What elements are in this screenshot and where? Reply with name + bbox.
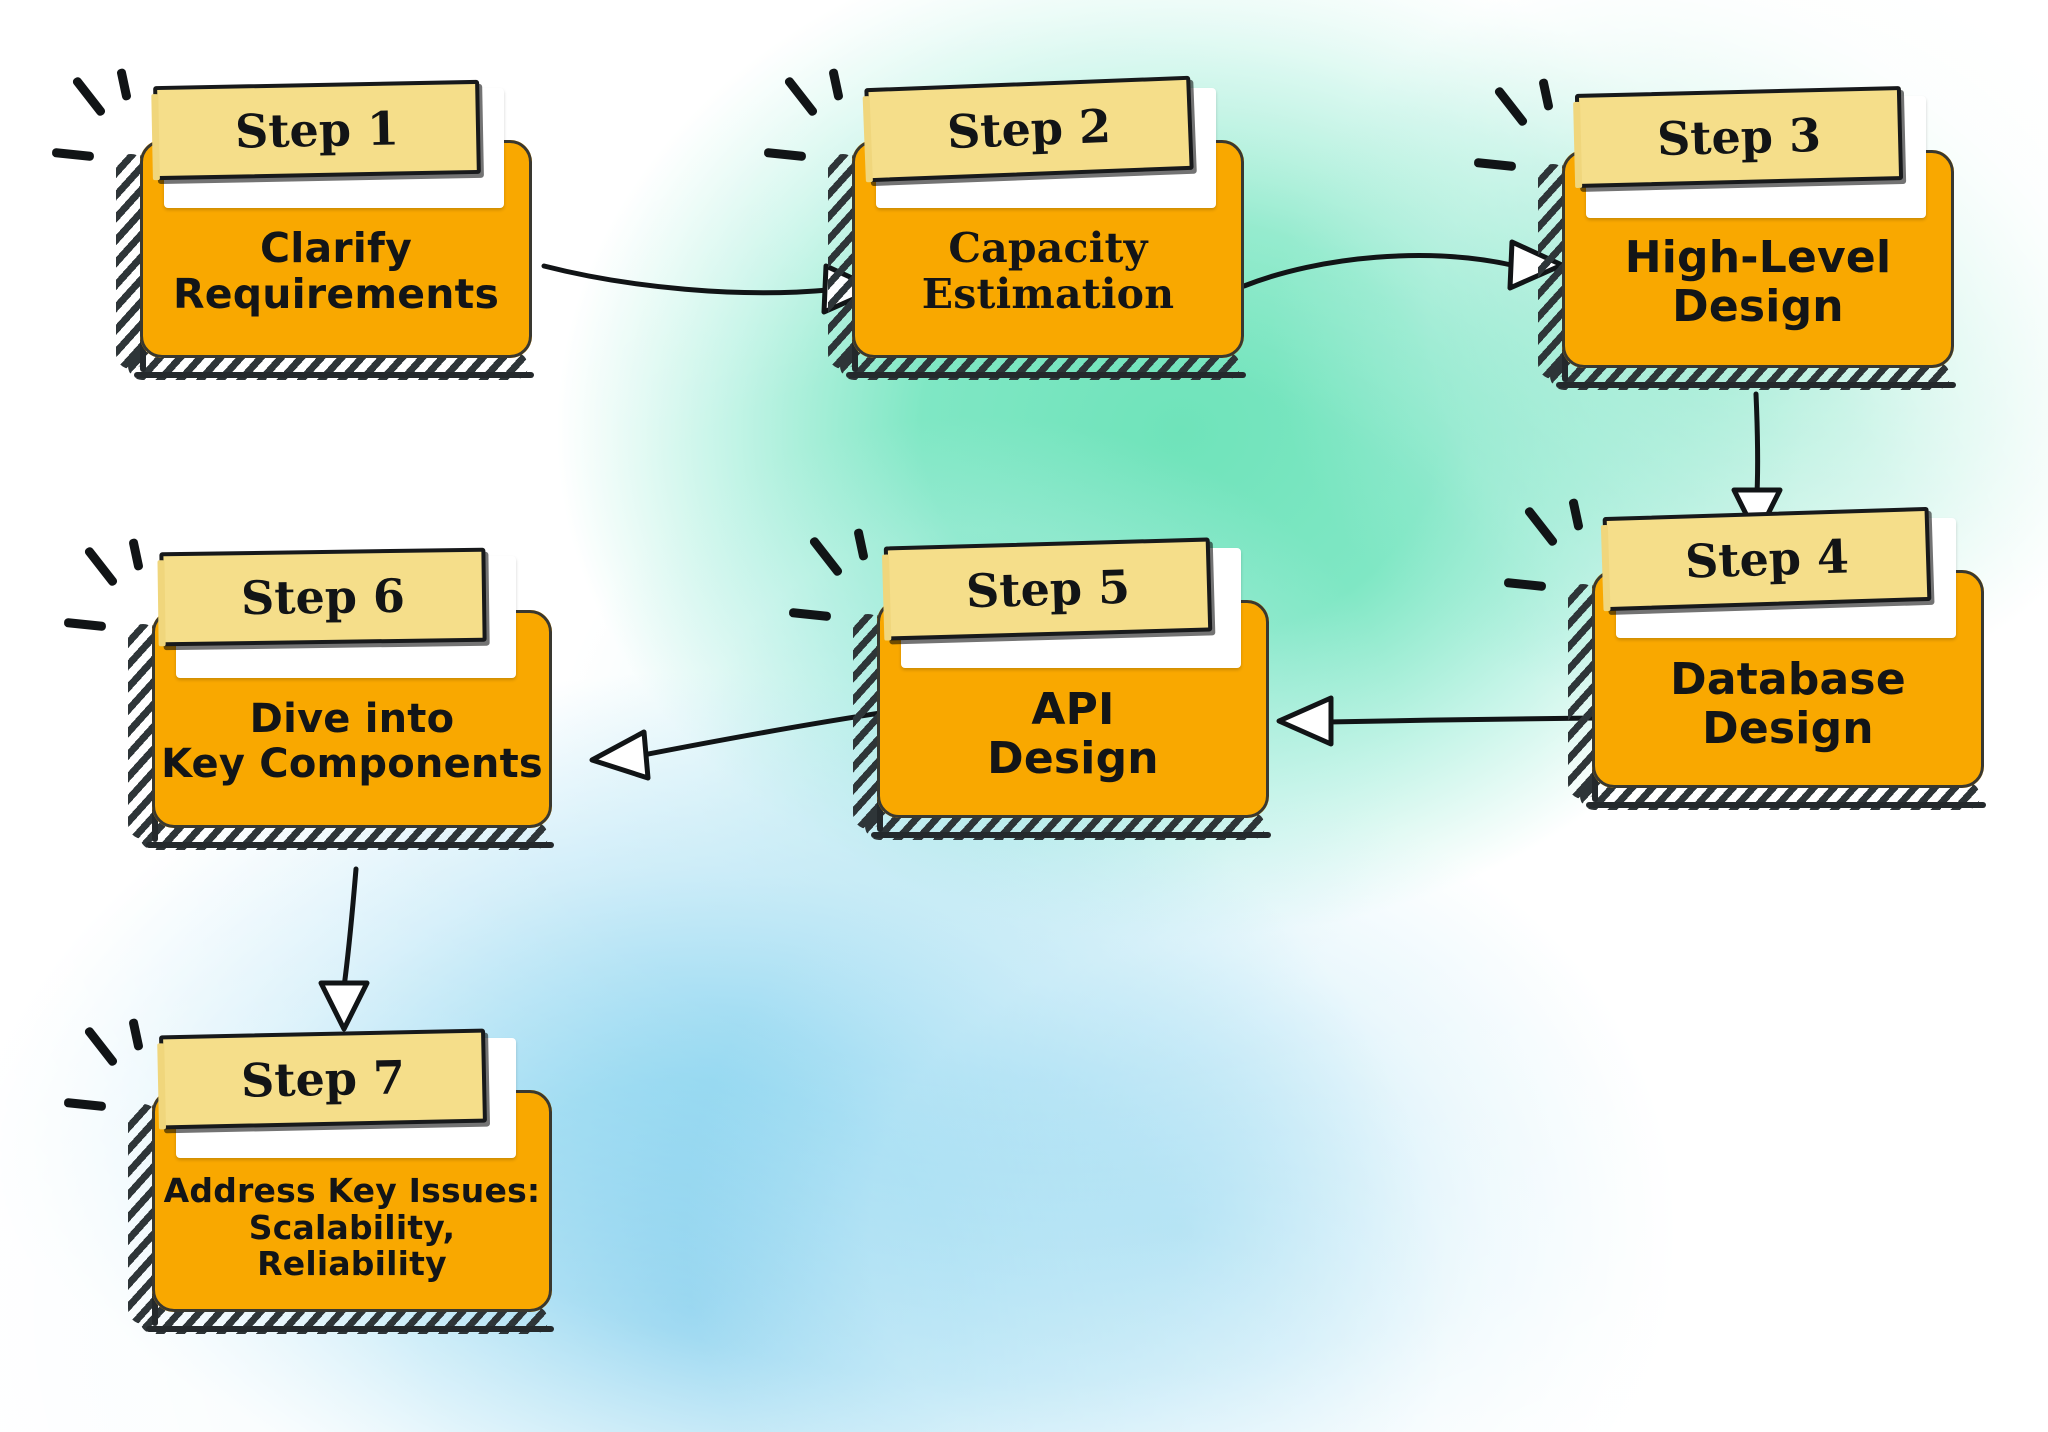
step-label-text: Step 6 xyxy=(240,568,406,626)
card-edge-bottom xyxy=(134,372,534,378)
card-line-2: Design xyxy=(1672,281,1844,332)
card-line-1: Clarify xyxy=(259,224,413,273)
card-edge-bottom xyxy=(846,372,1246,378)
arrow-step4-to-step5 xyxy=(1276,695,1598,747)
card-line-1: High-Level xyxy=(1624,231,1892,283)
arrow-step2-to-step3 xyxy=(1241,239,1565,291)
node-step1[interactable]: Clarify Requirements Step 1 xyxy=(51,67,548,395)
step-label-text: Step 2 xyxy=(946,98,1112,160)
step-label-step4: Step 4 xyxy=(1602,506,1932,612)
card-line-1: Database xyxy=(1670,653,1906,705)
arrow-step6-to-step7 xyxy=(318,866,370,1032)
step-label-step6: Step 6 xyxy=(159,547,487,647)
node-step6[interactable]: Dive into Key Components Step 6 xyxy=(63,537,580,865)
node-step3[interactable]: High-Level Design Step 3 xyxy=(1473,77,1970,405)
node-step4[interactable]: Database Design Step 4 xyxy=(1503,497,2000,825)
node-step2[interactable]: Capacity Estimation Step 2 xyxy=(763,67,1260,395)
card-edge-bottom xyxy=(146,1326,554,1332)
node-step7[interactable]: Address Key Issues: Scalability, Reliabi… xyxy=(63,1017,580,1350)
card-line-2: Requirements xyxy=(172,270,500,318)
step-label-step3: Step 3 xyxy=(1574,86,1904,188)
card-edge-bottom xyxy=(871,832,1271,838)
node-step5[interactable]: API Design Step 5 xyxy=(788,527,1285,855)
step-label-step5: Step 5 xyxy=(883,537,1213,641)
card-line-1: Capacity xyxy=(948,224,1148,273)
card-edge-bottom xyxy=(146,842,554,848)
card-edge-bottom xyxy=(1556,382,1956,388)
card-line-2: Estimation xyxy=(921,270,1175,318)
step-label-step7: Step 7 xyxy=(159,1028,487,1130)
card-line-2: Scalability, Reliability xyxy=(248,1207,456,1284)
card-text-step3: High-Level Design xyxy=(1562,202,1954,362)
step-label-text: Step 4 xyxy=(1684,529,1850,589)
card-text-step2: Capacity Estimation xyxy=(852,192,1244,352)
card-text-step1: Clarify Requirements xyxy=(140,192,532,352)
card-edge-bottom xyxy=(1586,802,1986,808)
card-line-1: Address Key Issues: xyxy=(163,1170,541,1210)
step-label-step2: Step 2 xyxy=(864,75,1194,183)
card-line-2: Design xyxy=(987,733,1159,784)
card-line-2: Design xyxy=(1702,703,1874,754)
step-label-text: Step 1 xyxy=(234,101,400,159)
card-text-step7: Address Key Issues: Scalability, Reliabi… xyxy=(152,1148,552,1308)
step-label-text: Step 7 xyxy=(240,1050,406,1108)
card-line-1: API xyxy=(1031,683,1115,735)
card-text-step5: API Design xyxy=(877,654,1269,814)
card-text-step6: Dive into Key Components xyxy=(152,662,552,822)
card-line-1: Dive into xyxy=(249,696,455,743)
step-label-text: Step 5 xyxy=(965,559,1131,619)
card-text-step4: Database Design xyxy=(1592,624,1984,784)
step-label-text: Step 3 xyxy=(1656,108,1822,166)
step-label-step1: Step 1 xyxy=(153,79,481,181)
card-line-2: Key Components xyxy=(161,741,543,787)
